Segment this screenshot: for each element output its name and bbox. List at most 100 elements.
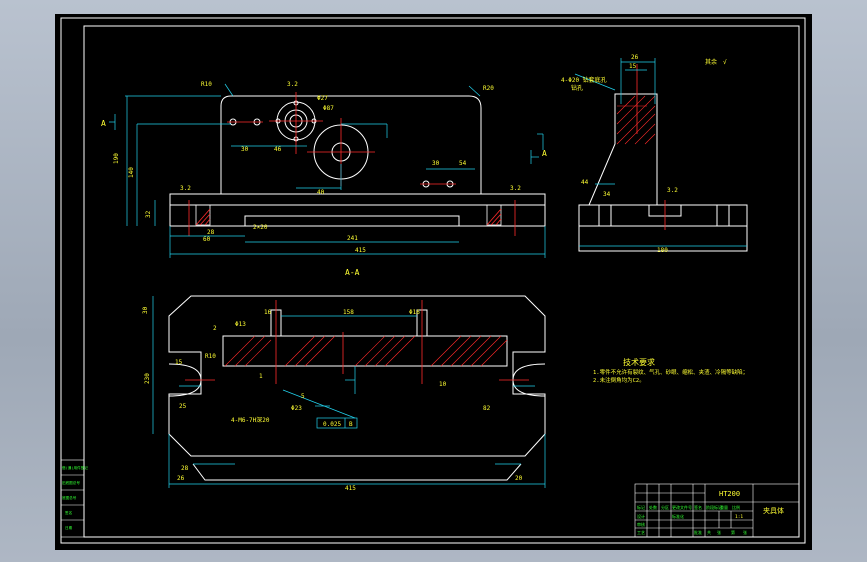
dim-230: 230 [144, 373, 151, 384]
dim-1: 1 [259, 373, 263, 380]
inner-frame [83, 25, 800, 538]
tb-row-label-1: 标记 [637, 504, 645, 510]
tb-sheet-3: 第 [731, 529, 735, 535]
dim-r10-section: R10 [205, 353, 216, 360]
dim-32: 32 [145, 210, 152, 218]
side-note-drill: 钻孔 [571, 84, 583, 92]
dim-241: 241 [347, 235, 358, 242]
tb-sheet-4: 张 [743, 529, 747, 535]
outer-frame [60, 17, 806, 544]
tb-sub-label-4: 批准 [694, 529, 702, 535]
tb-scale-label-1: 阶段标记 [706, 504, 722, 510]
dim-r10-front: R10 [201, 81, 212, 88]
left-strip-text: 借(通)用件登记 旧底图总号 底图总号 签名 日期 [62, 465, 88, 530]
section-body [222, 335, 508, 367]
section-title: A-A [345, 268, 360, 277]
dim-44: 44 [581, 179, 589, 186]
tb-sub-label-2: 审核 [637, 521, 645, 527]
dim-28: 28 [207, 229, 215, 236]
tb-sub-label-3: 工艺 [637, 530, 645, 535]
base-plate [169, 193, 546, 227]
tb-sheet-2: 张 [717, 529, 721, 535]
title-part-name: 夹具体 [763, 506, 784, 515]
strip-label-3: 底图总号 [62, 495, 77, 500]
dim-46: 46 [274, 146, 282, 153]
strip-label-2: 旧底图总号 [62, 480, 80, 485]
dim-140: 140 [128, 167, 135, 178]
dim-40: 40 [317, 189, 325, 196]
dim-25: 25 [179, 403, 187, 410]
strip-label-4: 签名 [65, 510, 73, 515]
dim-28-section: 28 [181, 465, 189, 472]
tech-req-item-1: 1.零件不允许有裂纹、气孔、砂眼、缩松、夹渣、冷隔等缺陷； [593, 368, 748, 376]
dim-10-section: 10 [439, 381, 447, 388]
front-dimensions [109, 83, 546, 258]
dim-15-section: 15 [175, 359, 183, 366]
section-outline [168, 295, 546, 457]
tolerance-value: 0.025 [323, 421, 341, 428]
side-rib [588, 93, 658, 206]
upright-plate [220, 95, 482, 194]
dim-54: 54 [459, 160, 467, 167]
side-hatch [616, 95, 656, 145]
tb-sub-label-5: 标准化 [672, 513, 684, 519]
tech-requirements: 技术要求 1.零件不允许有裂纹、气孔、砂眼、缩松、夹渣、冷隔等缺陷； 2.未注倒… [593, 357, 748, 384]
side-centerlines [636, 64, 666, 230]
rough-front-2: 3.2 [180, 185, 191, 192]
dim-26: 26 [631, 54, 639, 61]
dim-phi27: Φ87 [323, 105, 334, 112]
tb-row-label-3: 分区 [661, 504, 669, 510]
dim-5: 5 [301, 393, 305, 400]
dim-60: 60 [203, 236, 211, 243]
title-material: HT200 [719, 490, 740, 498]
section-hatch [224, 335, 508, 367]
tolerance-frame [316, 417, 358, 429]
section-dimensions [152, 296, 546, 488]
rough-other-symbol: √ [723, 59, 727, 66]
dim-415-section: 415 [345, 485, 356, 492]
dim-thread: 4-M6-7H深20 [231, 416, 270, 424]
dim-phi87: Φ27 [317, 95, 328, 102]
section-chamfer-bottom [192, 463, 522, 481]
tolerance-datum: B [349, 421, 353, 428]
dim-phi13: Φ13 [235, 321, 246, 328]
strip-label-1: 借(通)用件登记 [62, 465, 88, 470]
front-dim-text: R10 R20 190 140 32 30 46 40 30 54 28 60 … [101, 81, 547, 254]
tb-row-label-2: 处数 [649, 504, 657, 510]
dim-34: 34 [603, 191, 611, 198]
section-centerlines [185, 300, 529, 384]
dim-30-b: 30 [432, 160, 440, 167]
left-strip [60, 459, 85, 538]
dim-2: 2 [213, 325, 217, 332]
section-mark-right: A [542, 149, 547, 158]
dim-20-section: 20 [515, 475, 523, 482]
dim-slot: 2×20 [253, 224, 268, 231]
dim-r20-front: R20 [483, 85, 494, 92]
title-block [634, 483, 800, 538]
tb-sub-label-1: 设计 [637, 513, 645, 519]
base-slot [244, 215, 460, 226]
side-note-hole: 4-Φ20 钻套底孔 [561, 76, 607, 84]
dim-415-front: 415 [355, 247, 366, 254]
front-view [169, 95, 546, 227]
title-block-labels: 标记 处数 分区 更改文件号 签名 设计 审核 工艺 标准化 批准 阶段标记 重… [637, 504, 747, 535]
engineering-drawing: R10 R20 190 140 32 30 46 40 30 54 28 60 … [60, 17, 806, 544]
dim-15: 15 [629, 63, 637, 70]
side-base [578, 204, 748, 252]
section-view [168, 295, 546, 481]
rough-other-label: 其余 [705, 58, 717, 66]
section-text: 30 230 R10 25 15 158 16 Φ13 Φ16 4-M6-7H深… [142, 306, 523, 492]
dim-phi16: Φ16 [409, 309, 420, 316]
dim-180: 180 [657, 247, 668, 254]
title-block-text: HT200 夹具体 1:1 [719, 490, 784, 520]
side-text: 4-Φ20 钻套底孔 钻孔 26 15 44 34 180 3.2 其余 √ [561, 54, 727, 254]
dim-82: 82 [483, 405, 491, 412]
front-hatch [195, 204, 502, 226]
cad-viewport[interactable]: R10 R20 190 140 32 30 46 40 30 54 28 60 … [55, 14, 812, 550]
front-centerlines [188, 92, 516, 236]
rough-front-1: 3.2 [287, 81, 298, 88]
dim-190: 190 [113, 153, 120, 164]
rough-side: 3.2 [667, 187, 678, 194]
dim-16-a: 16 [264, 309, 272, 316]
tech-req-title: 技术要求 [623, 357, 655, 367]
